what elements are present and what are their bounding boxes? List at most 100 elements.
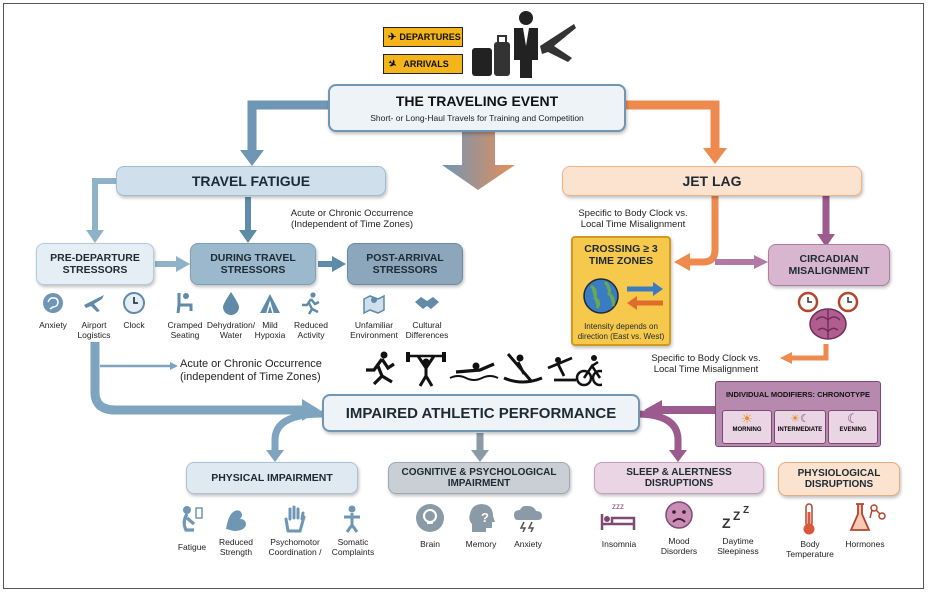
arrowhead <box>703 148 727 164</box>
arrowhead <box>471 450 489 462</box>
arrowhead <box>754 255 768 269</box>
physiological-box: PHYSIOLOGICAL DISRUPTIONS <box>778 462 900 496</box>
arrowhead <box>170 362 178 370</box>
arrow-fatigue-to-predeparture <box>92 178 120 232</box>
airport-text-2: Logistics <box>77 329 111 340</box>
anxiety-outcome-text: Anxiety <box>514 539 542 549</box>
jet-lag-title: JET LAG <box>682 173 742 189</box>
crossing-time-zones-box: CROSSING ≥ 3 TIME ZONES Intensity depend… <box>571 236 671 346</box>
arrowhead <box>817 234 835 247</box>
clock-text: Clock <box>123 320 145 330</box>
evening-label: EVENING <box>839 427 867 433</box>
thermometer-icon <box>803 503 815 535</box>
arrow-impaired-to-sleep <box>635 410 682 452</box>
mood-text-1: Mood <box>668 536 690 546</box>
runner-icon <box>302 292 320 315</box>
arrow-jetlag-to-crossing <box>690 195 719 266</box>
svg-text:Z: Z <box>733 509 740 523</box>
physical-title: PHYSICAL IMPAIRMENT <box>211 472 333 484</box>
post-arrival-box: POST-ARRIVAL STRESSORS <box>347 243 463 285</box>
sleep-title-2: DISRUPTIONS <box>644 478 714 489</box>
occurrence-bottom-line2: (independent of Time Zones) <box>180 371 321 383</box>
during-title-2: STRESSORS <box>220 264 286 276</box>
sun-icon: ☀ <box>790 413 800 425</box>
svg-text:?: ? <box>481 510 489 525</box>
moon-icon: ☾ <box>847 411 859 426</box>
during-travel-box: DURING TRAVEL STRESSORS <box>190 243 316 285</box>
insomnia-label: Insomnia <box>596 539 642 550</box>
jet-lag-box: JET LAG <box>562 166 862 196</box>
cultural-text-1: Cultural <box>412 320 442 330</box>
water-drop-icon <box>223 292 239 315</box>
daytime-text-1: Daytime <box>722 536 754 546</box>
activity-text-2: Activity <box>297 329 325 340</box>
occurrence-bottom-line1: Acute or Chronic Occurrence <box>180 358 322 370</box>
unfamiliar-text-1: Unfamiliar <box>354 320 394 330</box>
body-icon <box>344 505 360 533</box>
clock-icon <box>123 292 145 314</box>
cyclist-icon <box>575 355 602 387</box>
airplane-icon <box>540 24 576 62</box>
svg-text:Z: Z <box>743 505 749 516</box>
sun-icon: ☀ <box>741 411 753 426</box>
somatic-text-2: Complaints <box>331 546 375 557</box>
dehydration-label: Dehydration/Water <box>203 320 259 340</box>
impaired-performance-box: IMPAIRED ATHLETIC PERFORMANCE <box>322 394 640 432</box>
specific-bottom-line2: Local Time Misalignment <box>653 364 759 375</box>
fatigue-label: Fatigue <box>170 542 214 553</box>
intermediate-label: INTERMEDIATE <box>777 427 823 433</box>
airplane-icon: ✈ <box>385 57 399 71</box>
circadian-title-2: MISALIGNMENT <box>788 265 870 277</box>
arrowhead <box>674 253 690 271</box>
arrow-pre-to-impaired <box>90 342 305 415</box>
event-title: THE TRAVELING EVENT <box>395 93 559 109</box>
svg-text:zzz: zzz <box>612 502 624 511</box>
lightbulb-icon <box>416 504 444 532</box>
crossing-note-2: direction (East vs. West) <box>577 331 665 341</box>
occurrence-top-line2: (Independent of Time Zones) <box>291 219 413 230</box>
brain-icon <box>43 293 63 313</box>
arrow-event-to-fatigue <box>247 100 330 152</box>
flask-icon <box>849 503 886 531</box>
hormones-label: Hormones <box>840 539 890 550</box>
brain-label: Brain <box>410 539 450 550</box>
temperature-text-2: Temperature <box>786 548 834 559</box>
memory-label: Memory <box>460 539 502 550</box>
modifiers-title: INDIVIDUAL MODIFIERS: CHRONOTYPE <box>725 390 871 399</box>
specific-top-line1: Specific to Body Clock vs. <box>578 208 688 219</box>
somatic-text-1: Somatic <box>337 537 369 547</box>
arrow-event-to-jetlag <box>625 100 720 150</box>
question-head-icon: ? <box>469 504 495 532</box>
departures-badge: ✈DEPARTURES <box>383 27 463 47</box>
unfamiliar-text-2: Environment <box>350 329 398 340</box>
luggage-icon <box>472 48 492 76</box>
specific-bottom-line1: Specific to Body Clock vs. <box>651 353 761 364</box>
hypoxia-text-2: Hypoxia <box>254 329 286 340</box>
mood-text-2: Disorders <box>660 545 698 556</box>
handshake-icon <box>415 297 439 309</box>
pre-departure-title-1: PRE-DEPARTURE <box>50 252 140 264</box>
airplane-icon <box>84 295 104 312</box>
chronotype-morning: ☀ MORNING <box>722 410 772 444</box>
weightlifter-icon <box>406 352 446 387</box>
chronotype-intermediate: ☀☾ INTERMEDIATE <box>774 410 826 444</box>
sprinter-icon <box>366 351 395 386</box>
cramped-text-2: Seating <box>170 329 200 340</box>
circadian-title-1: CIRCADIAN <box>799 253 859 265</box>
physical-impairment-box: PHYSICAL IMPAIRMENT <box>186 462 358 494</box>
hormones-text: Hormones <box>845 539 885 549</box>
sleep-alertness-box: SLEEP & ALERTNESS DISRUPTIONS <box>594 462 764 494</box>
specific-top-line2: Local Time Misalignment <box>580 219 686 230</box>
